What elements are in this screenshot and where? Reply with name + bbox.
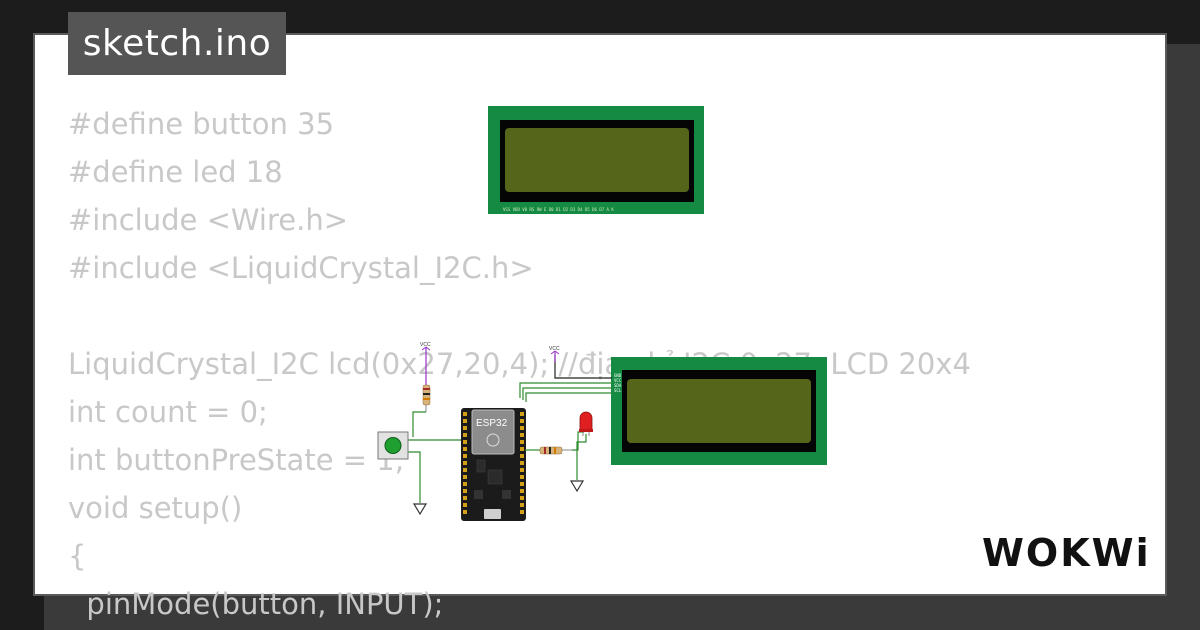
pullup-resistor[interactable] [422, 384, 431, 412]
red-led[interactable] [579, 411, 593, 436]
code-line: int count = 0; [68, 395, 268, 429]
vcc-label: VCC [420, 342, 431, 348]
code-line: #include <LiquidCrystal_I2C.h> [68, 251, 534, 285]
code-line: #include <Wire.h> [68, 203, 349, 237]
vcc-symbol-right: VCC [549, 346, 560, 362]
code-listing: #define button 35 #define led 18 #includ… [68, 100, 971, 628]
pin-header-left [463, 412, 467, 514]
vcc-symbol-left: VCC [420, 342, 431, 385]
ground-symbol-right [569, 480, 585, 493]
esp32-board[interactable]: ESP32 [461, 408, 526, 521]
pushbutton[interactable] [377, 431, 409, 460]
button-wires [407, 411, 464, 503]
esp32-label: ESP32 [476, 418, 508, 429]
code-line: void setup() [68, 491, 243, 525]
code-line: LiquidCrystal_I2C lcd(0x27,20,4); //địa … [68, 347, 971, 381]
i2c-pin-vcc: VCC [614, 378, 622, 383]
code-line [68, 292, 971, 340]
lcd-pin-labels: VSS VDD V0 RS RW E D0 D1 D2 D3 D4 D5 D6 … [503, 207, 614, 212]
code-line: { [68, 539, 87, 573]
led-resistor[interactable] [539, 446, 572, 455]
wokwi-logo: WOKWi [982, 531, 1150, 575]
i2c-pin-gnd: GND [614, 373, 622, 378]
filename-tag: sketch.ino [68, 12, 286, 75]
i2c-pin-scl: SCL [614, 388, 622, 393]
ground-symbol-left [412, 503, 428, 516]
wokwi-logo-text: WOKWi [982, 531, 1150, 575]
code-line: pinMode(button, INPUT); [68, 587, 444, 621]
i2c-wires [519, 355, 612, 402]
code-line: #define led 18 [68, 155, 283, 189]
lcd-display-i2c[interactable]: GND VCC SDA SCL [611, 357, 827, 465]
vcc-label: VCC [549, 346, 560, 352]
pin-header-right [520, 412, 524, 514]
lcd-display-top[interactable]: VSS VDD V0 RS RW E D0 D1 D2 D3 D4 D5 D6 … [488, 106, 704, 214]
i2c-pin-sda: SDA [614, 383, 622, 388]
code-line: #define button 35 [68, 107, 335, 141]
